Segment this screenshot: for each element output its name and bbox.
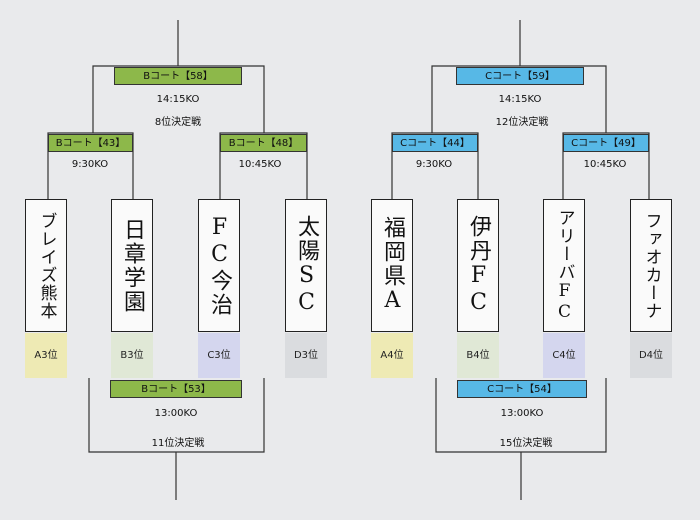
team-name: アリーバFC (554, 208, 575, 323)
rank-a3: A3位 (25, 333, 67, 378)
right-semi-right-time: 10:45KO (583, 159, 627, 170)
left-bottom-title: 11位決定戦 (151, 438, 205, 449)
right-semi-left-court: Cコート【44】 (392, 134, 478, 152)
team-card-b3: 日章学園 (111, 199, 153, 332)
rank-d3: D3位 (285, 333, 327, 378)
team-name: ファオカーナ (641, 211, 662, 320)
rank-b3: B3位 (111, 333, 153, 378)
rank-c3: C3位 (198, 333, 240, 378)
right-final-title: 12位決定戦 (495, 117, 549, 128)
left-final-title: 8位決定戦 (154, 117, 202, 128)
team-card-b4: 伊丹FC (457, 199, 499, 332)
rank-b4: B4位 (457, 333, 499, 378)
team-card-c4: アリーバFC (543, 199, 585, 332)
rank-c4: C4位 (543, 333, 585, 378)
team-name: 日章学園 (120, 217, 145, 314)
left-final-court: Bコート【58】 (114, 67, 242, 85)
left-semi-right-connector (219, 132, 308, 199)
left-semi-left-time: 9:30KO (71, 159, 109, 170)
left-final-time: 14:15KO (156, 94, 200, 105)
right-semi-left-time: 9:30KO (415, 159, 453, 170)
team-card-d3: 太陽SC (285, 199, 327, 332)
left-bottom-court: Bコート【53】 (110, 380, 242, 398)
left-semi-left-connector (47, 132, 134, 199)
team-card-d4: ファオカーナ (630, 199, 672, 332)
right-top-connector (431, 65, 607, 133)
right-semi-right-connector (562, 132, 650, 199)
right-semi-left-connector (391, 132, 479, 199)
team-card-a4: 福岡県A (371, 199, 413, 332)
right-semi-right-court: Cコート【49】 (563, 134, 649, 152)
team-name: 伊丹FC (466, 214, 491, 317)
left-semi-right-court: Bコート【48】 (220, 134, 307, 152)
team-name: ブレイズ熊本 (36, 211, 57, 320)
team-card-a3: ブレイズ熊本 (25, 199, 67, 332)
team-name: 福岡県A (380, 216, 405, 315)
team-name: FC今治 (207, 214, 232, 317)
rank-d4: D4位 (630, 333, 672, 378)
team-card-c3: FC今治 (198, 199, 240, 332)
right-final-time: 14:15KO (498, 94, 542, 105)
left-semi-left-court: Bコート【43】 (48, 134, 133, 152)
left-semi-right-time: 10:45KO (238, 159, 282, 170)
left-top-connector (92, 65, 265, 133)
right-bottom-title: 15位決定戦 (499, 438, 553, 449)
right-bottom-time: 13:00KO (500, 408, 544, 419)
right-bottom-court: Cコート【54】 (457, 380, 587, 398)
right-final-court: Cコート【59】 (456, 67, 584, 85)
team-name: 太陽SC (294, 214, 319, 317)
left-bottom-time: 13:00KO (154, 408, 198, 419)
rank-a4: A4位 (371, 333, 413, 378)
